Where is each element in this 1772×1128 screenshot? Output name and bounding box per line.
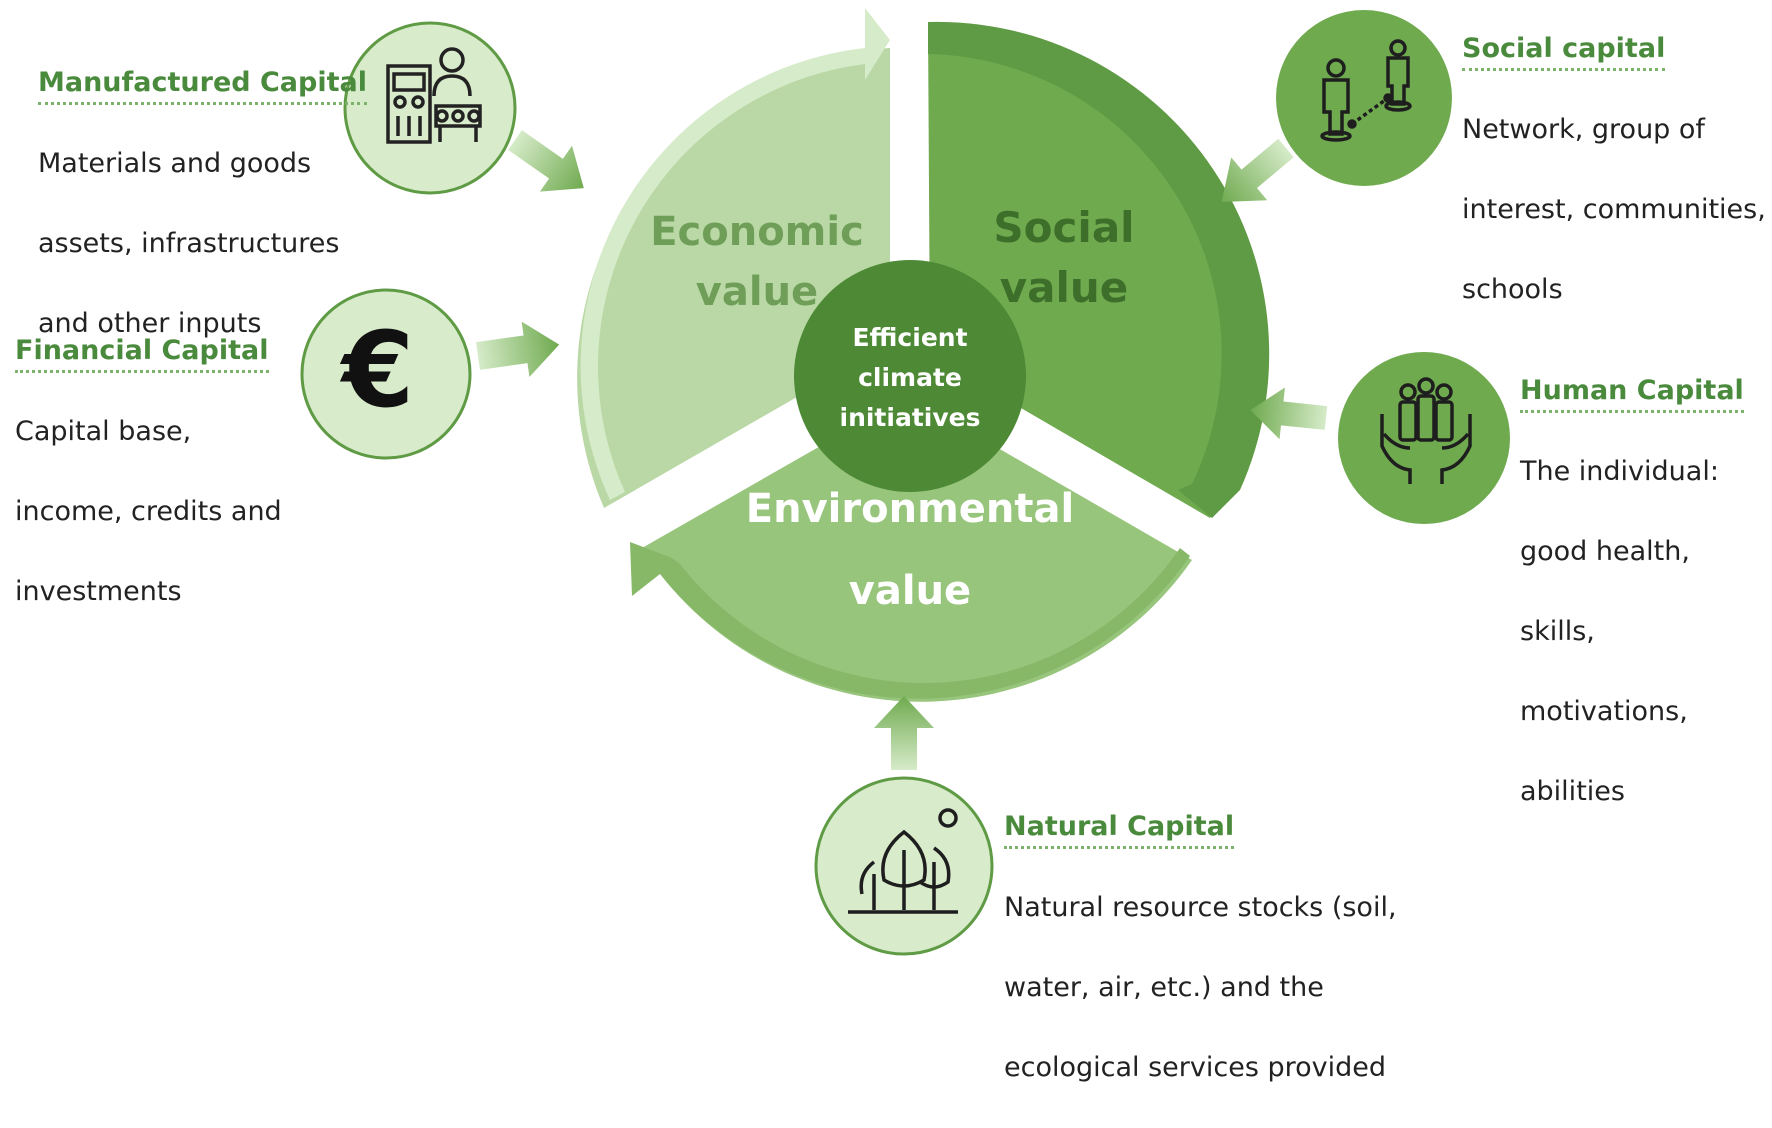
manufactured-desc-line: Materials and goods (38, 148, 312, 179)
people-network-icon (1320, 39, 1412, 142)
human-capital-title: Human Capital (1520, 374, 1744, 413)
financial-capital-title: Financial Capital (15, 334, 269, 373)
manufactured-icon-circle (343, 21, 517, 195)
arrow-financial (476, 321, 560, 378)
financial-desc-line: investments (15, 576, 182, 607)
euro-icon: € (340, 309, 414, 431)
natural-desc-line: Natural resource stocks (soil, (1004, 892, 1397, 923)
economic-value-segment (577, 48, 890, 508)
manufactured-desc-line: assets, infrastructures (38, 228, 340, 259)
human-desc-line: abilities (1520, 776, 1625, 807)
social-label-line2: value (1000, 263, 1129, 312)
environmental-label-line1: Environmental (746, 486, 1074, 532)
economic-label-line2: value (696, 269, 818, 315)
social-desc-line: Network, group of (1462, 114, 1705, 145)
trees-icon (848, 808, 958, 914)
factory-worker-icon (386, 47, 482, 144)
capitals-diagram: Efficient climate initiatives Economic v… (300, 8, 1510, 956)
center-label-line3: initiatives (840, 403, 981, 432)
social-desc-line: schools (1462, 274, 1563, 305)
human-desc-line: good health, (1520, 536, 1690, 567)
financial-desc-line: Capital base, (15, 416, 192, 447)
environmental-arc-arrow (630, 542, 1190, 699)
human-desc-line: The individual: (1520, 456, 1719, 487)
social-arc-arrow (928, 21, 1270, 518)
social-capital-title: Social capital (1462, 32, 1666, 71)
center-circle (794, 260, 1026, 492)
hands-people-icon (1380, 377, 1472, 484)
manufactured-desc-line: and other inputs (38, 308, 262, 339)
social-desc-line: interest, communities, (1462, 194, 1766, 225)
human-capital-desc: The individual: good health, skills, mot… (1520, 412, 1719, 852)
natural-desc-line: water, air, etc.) and the (1004, 972, 1324, 1003)
human-desc-line: motivations, (1520, 696, 1688, 727)
arrow-natural (874, 696, 934, 770)
human-desc-line: skills, (1520, 616, 1595, 647)
economic-arc-arrow (580, 8, 890, 500)
economic-label-line1: Economic (650, 209, 864, 255)
center-label-line1: Efficient (852, 323, 967, 352)
manufactured-capital-title: Manufactured Capital (38, 66, 367, 105)
social-label-line1: Social (993, 203, 1134, 252)
social-icon-circle (1276, 10, 1452, 186)
environmental-value-segment (642, 396, 1192, 702)
arrow-manufactured (508, 130, 584, 192)
financial-capital-desc: Capital base, income, credits and invest… (15, 372, 282, 652)
natural-capital-desc: Natural resource stocks (soil, water, ai… (1004, 848, 1397, 1128)
environmental-label-line2: value (849, 568, 971, 614)
human-icon-circle (1338, 352, 1510, 524)
arrow-social (1221, 138, 1294, 202)
social-capital-desc: Network, group of interest, communities,… (1462, 70, 1766, 350)
natural-icon-circle (814, 776, 994, 956)
financial-icon-circle: € (300, 288, 472, 460)
natural-desc-line: ecological services provided (1004, 1052, 1387, 1083)
manufactured-capital-desc: Materials and goods assets, infrastructu… (38, 104, 339, 384)
financial-desc-line: income, credits and (15, 496, 282, 527)
center-label-line2: climate (858, 363, 962, 392)
arrow-human (1250, 387, 1328, 440)
natural-capital-title: Natural Capital (1004, 810, 1235, 849)
